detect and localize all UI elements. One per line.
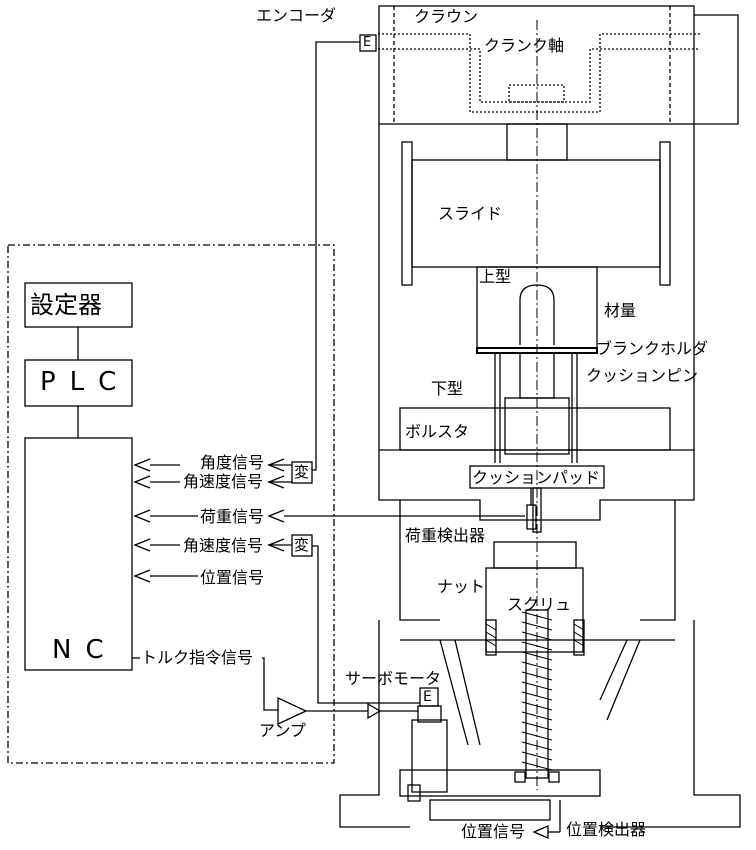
- angular-velocity-signal-1-label: 角速度信号: [183, 472, 264, 491]
- cushion-pin-label: クッションピン: [586, 366, 699, 385]
- nc-label: NC: [52, 635, 118, 665]
- encoder-mark-top: E: [363, 35, 372, 50]
- converter-2-label: 変: [294, 536, 310, 554]
- servo-motor-label: サーボモータ: [345, 669, 442, 688]
- load-detector-box: [526, 504, 537, 530]
- torque-command-signal-label: トルク指令信号: [141, 648, 254, 667]
- nc-box: [24, 437, 133, 671]
- load-detector-label: 荷重検出器: [405, 526, 486, 545]
- position-signal-bottom-label: 位置信号: [461, 822, 526, 841]
- angular-velocity-signal-2-label: 角速度信号: [183, 536, 264, 555]
- lower-die-label: 下型: [431, 379, 464, 398]
- bolster-label: ボルスタ: [405, 422, 470, 441]
- amp-label: アンプ: [259, 721, 306, 740]
- slide-label: スライド: [438, 204, 503, 223]
- position-signal-label: 位置信号: [200, 568, 265, 587]
- nut-label: ナット: [437, 577, 486, 596]
- cushion-pad-label: クッションパッド: [472, 468, 601, 487]
- crankshaft-label: クランク軸: [484, 36, 565, 55]
- amp-triangle: [277, 696, 308, 726]
- crown-label: クラウン: [414, 7, 479, 26]
- screw-label: スクリュ: [507, 595, 572, 614]
- blank-holder-label: ブランクホルダ: [596, 339, 709, 358]
- encoder-label: エンコーダ: [256, 6, 337, 25]
- upper-die-label: 上型: [479, 267, 512, 286]
- controller-boundary: [7, 244, 335, 764]
- plc-label: PLC: [40, 367, 131, 397]
- material-label: 材量: [604, 301, 637, 320]
- converter-box-1: [291, 461, 313, 484]
- load-signal-label: 荷重信号: [200, 507, 265, 526]
- signal-arrows: [133, 458, 525, 583]
- position-detector-label: 位置検出器: [566, 820, 647, 839]
- nut: [493, 541, 577, 569]
- encoder-mark-motor: E: [423, 689, 432, 705]
- setter-label: 設定器: [30, 291, 102, 319]
- angle-signal-label: 角度信号: [200, 453, 265, 472]
- converter-1-label: 変: [294, 463, 310, 481]
- servo-motor: [411, 719, 448, 793]
